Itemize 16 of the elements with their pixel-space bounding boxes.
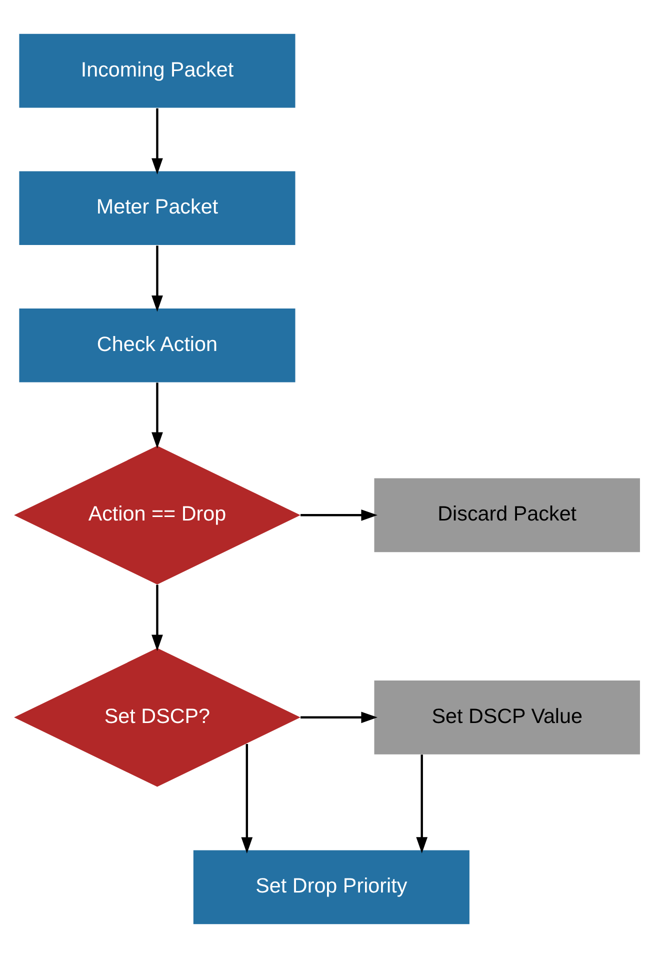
node-box: Check Action bbox=[19, 308, 296, 382]
arrow bbox=[300, 711, 378, 723]
arrow bbox=[241, 743, 253, 853]
node-box: Incoming Packet bbox=[19, 33, 296, 108]
node-box: Discard Packet bbox=[374, 478, 640, 552]
node-diamond: Set DSCP? bbox=[14, 648, 300, 786]
arrow bbox=[152, 245, 163, 312]
arrow bbox=[416, 754, 428, 853]
node-box: Set Drop Priority bbox=[193, 850, 470, 924]
arrow bbox=[152, 584, 163, 651]
arrow bbox=[152, 382, 163, 448]
node-diamond: Action == Drop bbox=[14, 445, 300, 584]
node-box: Set DSCP Value bbox=[374, 680, 640, 754]
node-box: Meter Packet bbox=[19, 170, 296, 244]
arrow bbox=[300, 508, 378, 520]
arrow bbox=[152, 108, 163, 174]
